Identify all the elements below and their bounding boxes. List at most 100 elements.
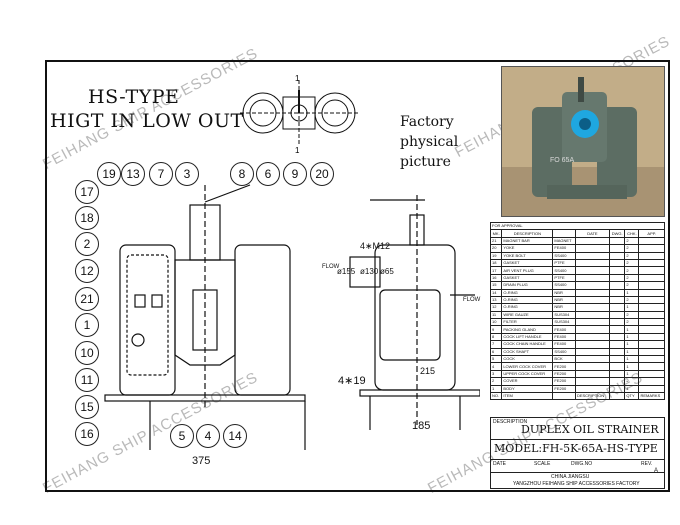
table-cell: PTFE (552, 258, 576, 268)
table-cell: 5 (489, 355, 503, 364)
table-cell: 2 (624, 273, 640, 283)
part-balloon-18: 18 (75, 206, 99, 230)
table-cell: 6 (489, 347, 503, 357)
table-cell (574, 362, 610, 371)
table-cell: DRAIN PLUG (501, 281, 554, 290)
table-cell (608, 303, 626, 312)
drawing-title-flow: HIGT IN LOW OUT (50, 110, 244, 132)
table-cell: COCK (501, 355, 554, 364)
table-cell: SS400 (552, 251, 576, 260)
table-cell (608, 281, 626, 290)
table-cell (608, 273, 626, 283)
table-cell: COCK CHAIN HANDLE (501, 340, 554, 349)
table-cell (574, 347, 610, 357)
table-cell (638, 377, 665, 386)
table-cell (638, 355, 665, 364)
part-balloon-13: 13 (121, 162, 145, 186)
table-cell: 12 (489, 303, 503, 312)
table-cell (574, 355, 610, 364)
table-cell (608, 244, 626, 253)
dimension-overall-width: 375 (192, 455, 211, 467)
table-cell (608, 325, 626, 334)
table-cell: 1 (624, 303, 640, 312)
parts-list-table: FOR APPROVAL MK. DESCRIPTION DATE DWG. C… (489, 221, 665, 401)
dwg-label: DWG.NO (571, 461, 593, 467)
table-cell: BCK (552, 355, 576, 364)
table-cell: 2 (624, 281, 640, 290)
table-cell: MAGNET (552, 236, 576, 246)
table-cell (638, 303, 665, 312)
table-cell: FE200 (552, 377, 576, 386)
product-description: DUPLEX OIL STRAINER (521, 423, 659, 436)
table-cell: SS400 (552, 266, 576, 275)
table-cell (574, 251, 610, 260)
table-cell: FE200 (552, 369, 576, 379)
top-view-drawing: 1 1 (240, 75, 360, 155)
caption-line: Factory (400, 114, 454, 130)
table-cell: 2 (624, 377, 640, 386)
table-cell: 2 (624, 258, 640, 268)
table-cell (574, 318, 610, 327)
table-cell: 8 (489, 332, 503, 342)
date-label: DATE (493, 461, 506, 467)
part-balloon-21: 21 (75, 287, 99, 311)
dimension-inner-diameter: ø65 (380, 267, 394, 276)
table-cell (608, 347, 626, 357)
table-cell (574, 310, 610, 320)
table-cell (608, 362, 626, 371)
table-cell: 16 (489, 273, 503, 283)
column-header: CHK. (624, 229, 640, 238)
column-footer: ITEM (501, 391, 554, 401)
table-cell: 1 (624, 355, 640, 364)
table-cell (638, 236, 665, 246)
table-cell: 2 (489, 377, 503, 386)
table-cell (574, 244, 610, 253)
table-cell: SUS304 (552, 310, 576, 320)
table-cell: 14 (489, 288, 503, 297)
table-cell (608, 288, 626, 297)
table-cell: 21 (489, 236, 503, 246)
table-cell (574, 281, 610, 290)
table-cell: FE400 (552, 325, 576, 334)
rev-label: REV. (641, 461, 653, 467)
table-cell (638, 266, 665, 275)
table-cell: 2 (624, 310, 640, 320)
table-cell: FE400 (552, 340, 576, 349)
table-cell: 2 (624, 236, 640, 246)
table-cell: YOKE BOLT (501, 251, 554, 260)
factory-name: YANGZHOU FEIHANG SHIP ACCESSORIES FACTOR… (513, 481, 640, 487)
table-cell: NBR (552, 288, 576, 297)
table-cell (574, 266, 610, 275)
table-cell: SUS304 (552, 318, 576, 327)
part-balloon-8: 8 (230, 162, 254, 186)
part-balloon-17: 17 (75, 180, 99, 204)
rev-value: A (654, 468, 659, 474)
column-footer (552, 391, 576, 401)
table-cell: FE400 (552, 332, 576, 342)
table-cell: 1 (624, 332, 640, 342)
dimension-base-width: 215 (420, 366, 436, 376)
part-balloon-12: 12 (75, 259, 99, 283)
column-header: DWG. (608, 229, 626, 238)
table-cell: 1 (624, 384, 640, 394)
table-cell: SS400 (552, 347, 576, 357)
table-cell (638, 340, 665, 349)
part-balloon-6: 6 (256, 162, 280, 186)
part-balloon-2: 2 (75, 232, 99, 256)
table-cell (608, 355, 626, 364)
table-cell: 13 (489, 295, 503, 305)
factory-photo: FO 65A (501, 66, 665, 217)
table-cell: GASKET (501, 273, 554, 283)
column-footer: DESCRIPTION (574, 391, 610, 401)
table-cell: GASKET (501, 258, 554, 268)
